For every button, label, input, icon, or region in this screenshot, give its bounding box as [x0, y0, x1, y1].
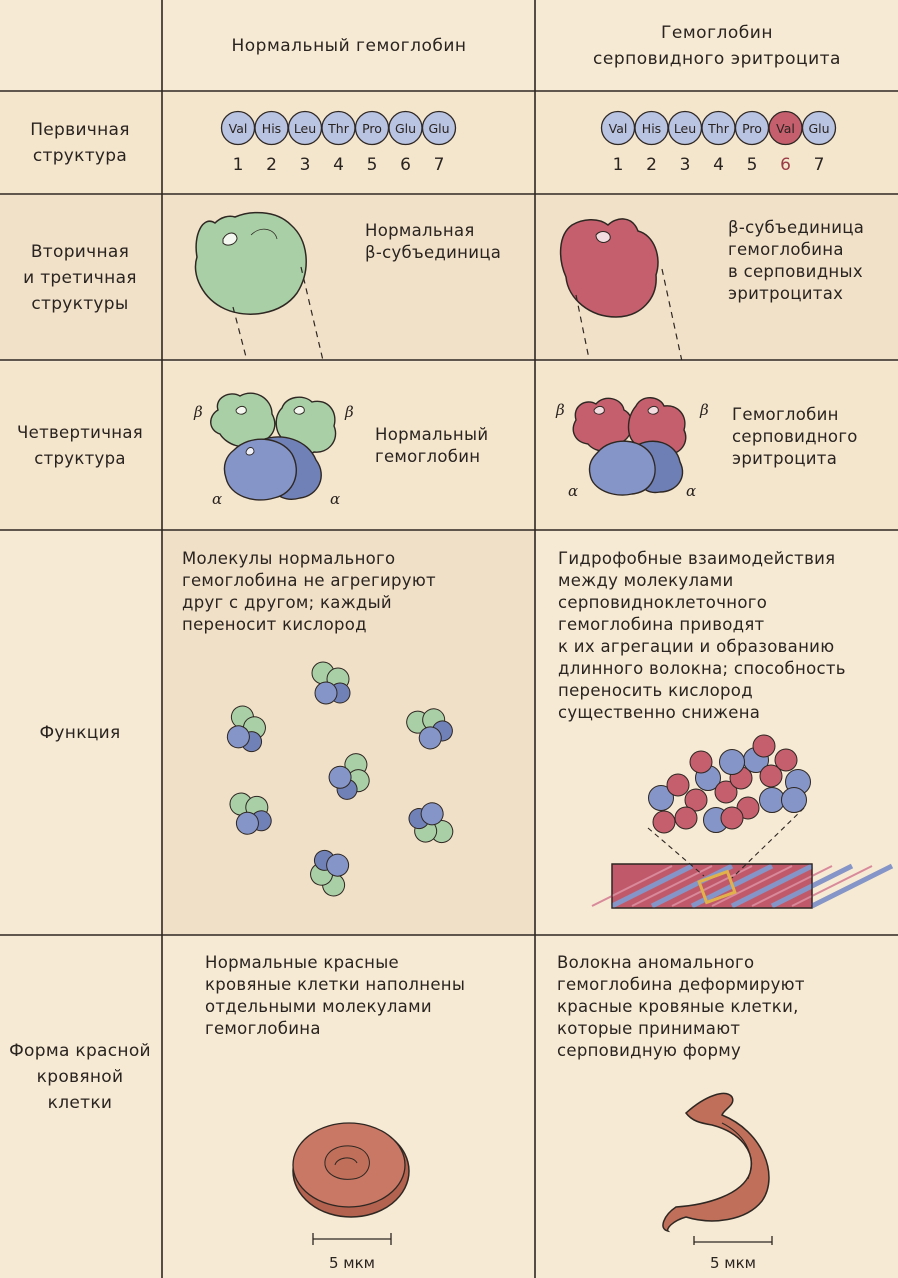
hemoglobin-molecule-5 — [229, 792, 272, 835]
hemoglobin-fiber — [591, 863, 894, 909]
residue-4-number: 4 — [713, 155, 724, 175]
cell-sickle-text: Волокна аномального гемоглобина деформир… — [557, 953, 805, 1060]
normal-beta-left-label: β — [194, 403, 203, 421]
function-sickle-text: Гидрофобные взаимодействия между молекул… — [558, 549, 846, 722]
residue-4-label: Thr — [327, 121, 350, 136]
residue-2-label: His — [642, 121, 661, 136]
residue-1-label: Val — [609, 121, 628, 136]
normal-red-blood-cell — [292, 1122, 410, 1245]
hemoglobin-molecule-3 — [406, 708, 453, 750]
normal-hemoglobin-label: Нормальный гемоглобин — [375, 425, 489, 466]
sickle-beta-left-label: β — [556, 401, 565, 419]
aggregate-subunit-15 — [652, 810, 676, 834]
residue-7-circle — [421, 110, 457, 146]
sickle-hemoglobin-fiber — [591, 734, 894, 909]
aggregate-subunit-8 — [759, 764, 783, 788]
normal-alpha-left-label: α — [212, 490, 223, 508]
sickle-alpha-left-label: α — [568, 482, 579, 500]
function-normal-text: Молекулы нормального гемоглобина не агре… — [182, 549, 436, 634]
aggregate-subunit-19 — [781, 787, 807, 813]
sickle-amino-acid-chain: Val 1 His 2 Leu 3 Thr 4 Pro 5 Val 6 Glu 7 — [600, 110, 837, 175]
residue-5-number: 5 — [747, 155, 758, 175]
residue-5-label: Pro — [362, 121, 382, 136]
normal-beta-subunit-illustration — [194, 211, 324, 360]
hemoglobin-molecule-4 — [328, 753, 370, 800]
residue-1-number: 1 — [613, 155, 624, 175]
residue-1-label: Val — [229, 121, 248, 136]
sickle-scale-label: 5 мкм — [709, 1254, 756, 1272]
row-label-cell-shape: Форма красной кровяной клетки — [9, 1040, 151, 1113]
sickle-beta-right-label: β — [700, 401, 709, 419]
hemoglobin-molecule-1 — [311, 661, 351, 705]
aggregate-subunit-11 — [759, 787, 785, 813]
hemoglobin-molecule-2 — [226, 705, 266, 753]
fiber-zoom-box — [697, 869, 737, 905]
hemoglobin-molecule-6 — [408, 802, 454, 844]
residue-7-number: 7 — [434, 155, 445, 175]
aggregate-subunit-18 — [752, 734, 776, 758]
aggregate-subunit-14 — [674, 806, 698, 830]
residue-7-circle — [801, 110, 837, 146]
normal-hemoglobin-molecules — [226, 661, 454, 897]
sickle-hemoglobin-label: Гемоглобин серповидного эритроцита — [732, 405, 858, 468]
sickle-hemoglobin-tetramer — [572, 397, 687, 496]
sickle-beta-subunit-label: β-субъединица гемоглобина в серповидных … — [728, 218, 865, 303]
residue-7-number: 7 — [814, 155, 825, 175]
residue-3-label: Leu — [294, 121, 316, 136]
normal-beta-subunit-label: Нормальная β-субъединица — [365, 221, 502, 262]
residue-3-label: Leu — [674, 121, 696, 136]
residue-2-label: His — [262, 121, 281, 136]
aggregate-subunit-3 — [684, 788, 708, 812]
aggregate-subunit-5 — [714, 780, 738, 804]
residue-2-number: 2 — [266, 155, 277, 175]
normal-alpha-right-label: α — [330, 490, 341, 508]
normal-scale-label: 5 мкм — [328, 1254, 375, 1272]
sickle-alpha-right-label: α — [686, 482, 697, 500]
residue-4-number: 4 — [333, 155, 344, 175]
normal-hemoglobin-tetramer — [210, 392, 337, 501]
residue-6-label: Val — [776, 121, 795, 136]
residue-6-number: 6 — [400, 155, 411, 175]
sickle-beta-subunit-illustration — [559, 218, 683, 360]
cell-normal-text: Нормальные красные кровяные клетки напол… — [205, 953, 466, 1038]
aggregate-subunit-16 — [689, 750, 713, 774]
aggregate-subunit-20 — [720, 806, 744, 830]
residue-5-label: Pro — [742, 121, 762, 136]
aggregate-subunit-9 — [774, 748, 798, 772]
row-label-primary: Первичная структура — [30, 120, 130, 166]
residue-5-number: 5 — [367, 155, 378, 175]
residue-1-number: 1 — [233, 155, 244, 175]
header-normal: Нормальный гемоглобин — [231, 35, 467, 56]
residue-3-number: 3 — [300, 155, 311, 175]
residue-7-label: Glu — [808, 121, 829, 136]
sickle-red-blood-cell — [662, 1092, 773, 1245]
residue-3-number: 3 — [680, 155, 691, 175]
row-label-secondary-tertiary: Вторичная и третичная структуры — [23, 241, 137, 314]
aggregate-subunit-17 — [719, 749, 745, 775]
hemoglobin-molecule-7 — [310, 849, 350, 897]
residue-6-label: Glu — [395, 121, 416, 136]
aggregate-subunit-2 — [666, 773, 690, 797]
row-label-function: Функция — [39, 722, 121, 743]
header-sickle: Гемоглобин серповидного эритроцита — [593, 22, 841, 69]
residue-6-number: 6 — [780, 155, 791, 175]
residue-7-label: Glu — [428, 121, 449, 136]
row-label-quaternary: Четвертичная структура — [17, 423, 143, 468]
residue-2-number: 2 — [646, 155, 657, 175]
normal-beta-right-label: β — [345, 403, 354, 421]
aggregate-subunit-1 — [648, 785, 674, 811]
normal-amino-acid-chain: Val 1 His 2 Leu 3 Thr 4 Pro 5 Glu 6 Glu 7 — [220, 110, 457, 175]
residue-4-label: Thr — [707, 121, 730, 136]
